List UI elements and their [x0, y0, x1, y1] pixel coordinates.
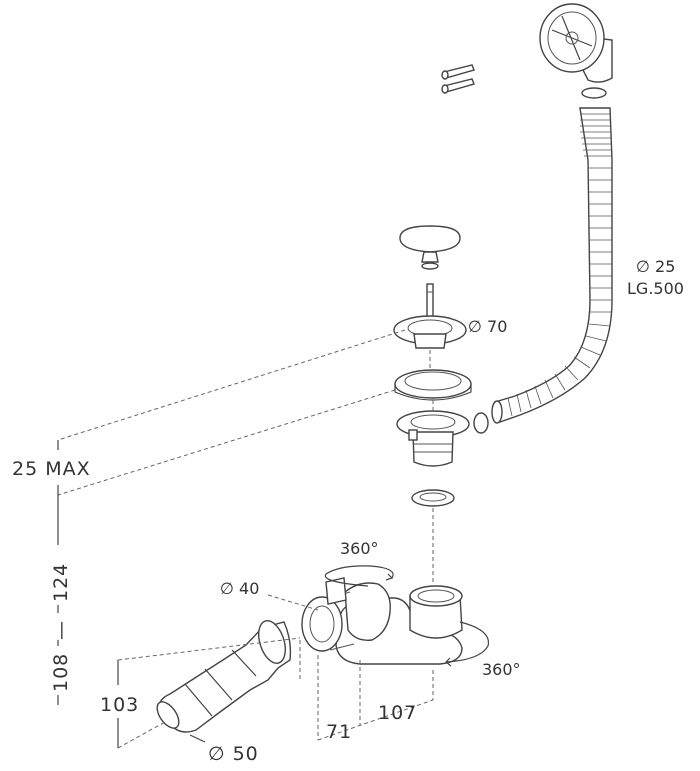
overflow-head	[539, 3, 613, 83]
height-103-label: 103	[100, 694, 139, 716]
pipe-diameter-label: ∅ 50	[208, 743, 259, 765]
rotation-bottom-label: 360°	[482, 660, 521, 679]
outlet-diameter-label: ∅ 40	[220, 579, 259, 598]
dimension-lines	[57, 329, 434, 749]
rotation-top-label: 360°	[340, 539, 379, 558]
plug-cap	[399, 225, 461, 270]
offset-107-label: 107	[378, 702, 417, 724]
hose-length-label: LG.500	[627, 279, 684, 298]
rotation-arrow-bottom	[445, 621, 490, 667]
height-108-label: 108	[50, 653, 72, 692]
offset-71-label: 71	[326, 721, 352, 743]
overflow-washer	[581, 87, 607, 99]
strainer-flange	[393, 315, 467, 349]
flange-gasket	[394, 369, 472, 401]
flexible-hose	[491, 107, 613, 424]
height-124-label: 124	[50, 563, 72, 602]
strainer-diameter-label: ∅ 70	[468, 317, 507, 336]
rotation-arrow-top	[324, 565, 394, 587]
screws	[441, 64, 475, 94]
hose-ring	[473, 412, 489, 434]
hose-diameter-label: ∅ 25	[636, 257, 675, 276]
bottom-washer	[411, 489, 455, 507]
height-separator: —	[50, 620, 72, 640]
waste-body	[396, 410, 470, 467]
trap	[301, 577, 463, 665]
outlet-pipe	[156, 620, 292, 733]
max-thickness-label: 25 MAX	[12, 458, 91, 480]
